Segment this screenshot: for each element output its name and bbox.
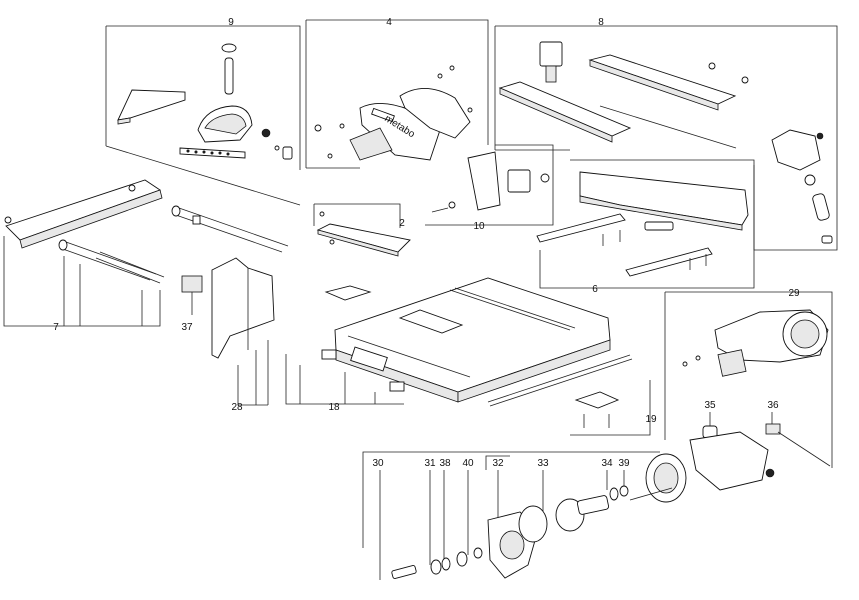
callout-label: 10	[473, 221, 485, 232]
group-29-motor-assembly	[664, 291, 833, 468]
callout-label: 38	[439, 458, 451, 469]
group-2-insert-plate	[313, 203, 411, 257]
group-10-riving-knife	[425, 144, 554, 226]
callout-label: 30	[372, 458, 384, 469]
callout-label: 2	[399, 218, 405, 229]
group-8-rip-fence	[494, 25, 838, 251]
group-19-bracket	[570, 380, 651, 436]
group-9-mitre-gauge	[105, 25, 301, 206]
callout-label: 6	[592, 284, 598, 295]
group-35-36-brush-parts	[689, 412, 831, 491]
callout-label: 32	[492, 458, 504, 469]
group-7-rails	[3, 179, 289, 327]
callout-label: 4	[386, 17, 392, 28]
callout-label: 35	[704, 400, 716, 411]
callout-label: 40	[462, 458, 474, 469]
group-6-table-extension	[536, 159, 755, 289]
callout-label: 37	[181, 322, 193, 333]
callout-label: 19	[645, 414, 657, 425]
callout-label: 39	[618, 458, 630, 469]
callout-labels: 9 4 8 2 10 6 7 37 28 18 19 29 35 36 30 3…	[53, 17, 800, 469]
callout-label: 33	[537, 458, 549, 469]
callout-label: 9	[228, 17, 234, 28]
group-28-side-panel	[181, 257, 275, 406]
group-30-40-drive-train	[362, 451, 687, 580]
callout-label: 8	[598, 17, 604, 28]
callout-label: 29	[788, 288, 800, 299]
callout-label: 34	[601, 458, 613, 469]
callout-label: 36	[767, 400, 779, 411]
callout-label: 18	[328, 402, 340, 413]
callout-label: 7	[53, 322, 59, 333]
group-4-blade-guard	[305, 19, 489, 169]
group-18-saw-table	[285, 277, 633, 407]
callout-label: 31	[424, 458, 436, 469]
callout-label: 28	[231, 402, 243, 413]
